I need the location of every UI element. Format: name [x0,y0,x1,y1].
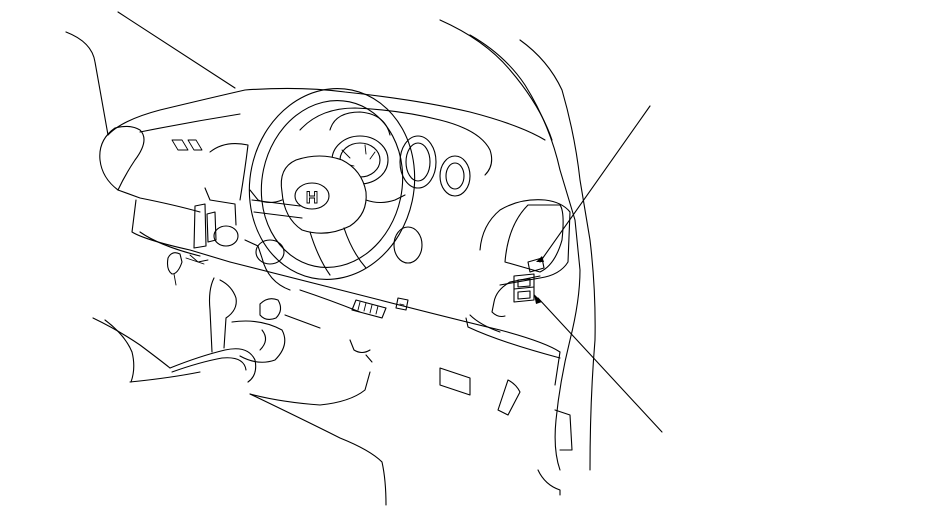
steering-column [204,143,423,321]
left-switch-panel [166,203,217,286]
dashboard-body [99,87,561,386]
center-vents [171,139,203,151]
logo-letter: H [306,188,318,207]
dash-connectors [351,297,409,319]
lower-switch [513,273,542,304]
driver-seat-outline [249,393,387,506]
callout-line-upper [539,105,651,263]
callout-line-lower [537,297,663,433]
left-seat-outline [65,31,171,383]
upper-switch [527,256,545,273]
steering-wheel[interactable]: H [232,73,432,295]
center-console [129,277,373,406]
right-a-pillar [439,19,596,496]
pedals [439,367,521,416]
windshield-edge [117,11,236,89]
callout-leaders [537,105,663,433]
steering-wheel-logo: H [294,182,330,210]
right-switch-panel [479,199,571,318]
